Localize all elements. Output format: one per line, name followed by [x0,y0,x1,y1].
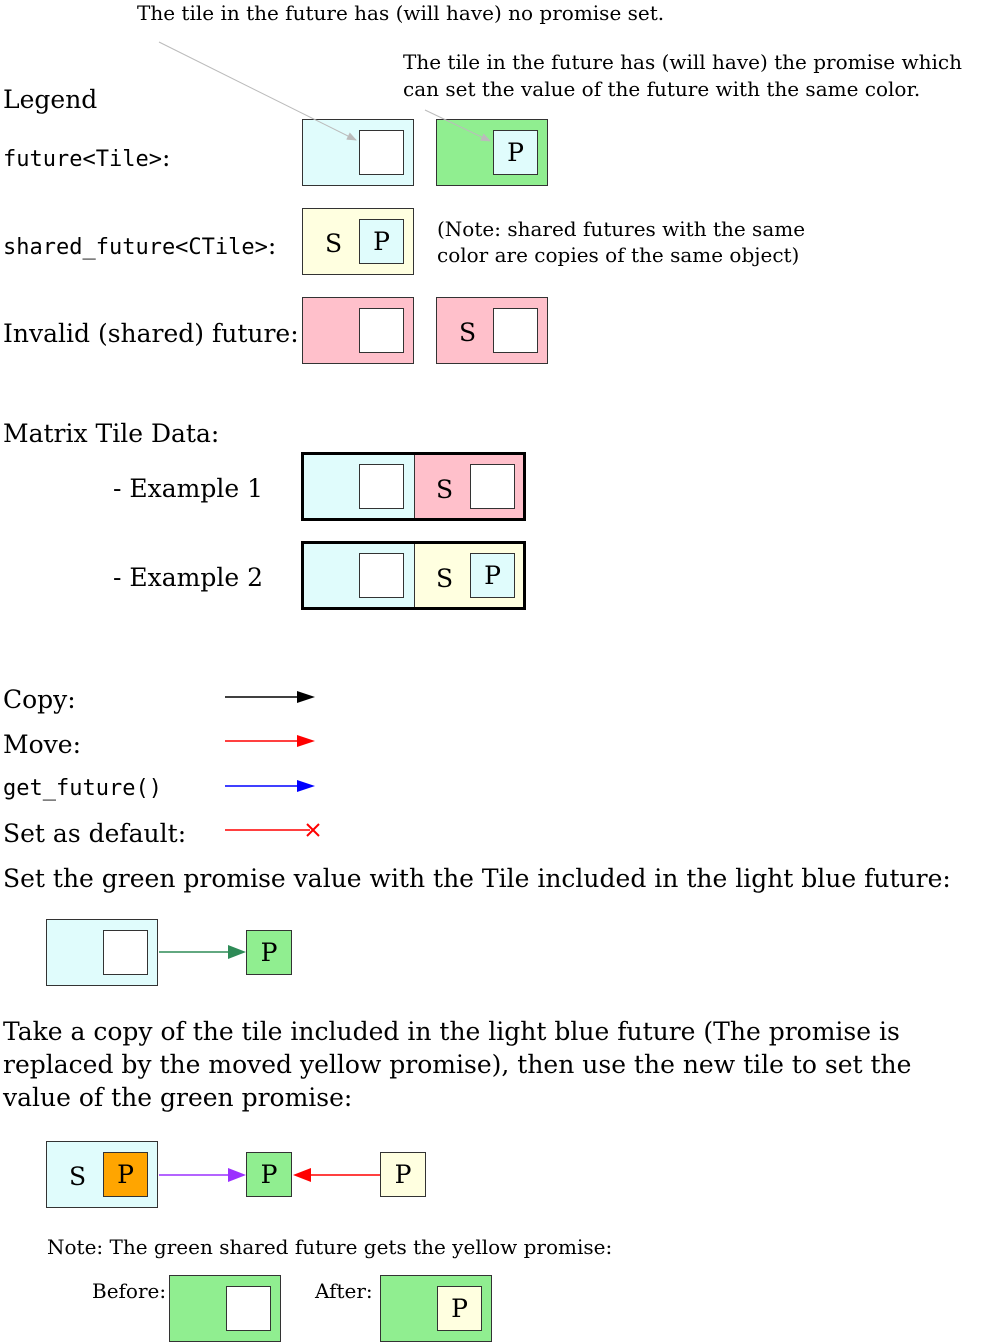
future-with-promise: P [436,119,548,186]
set-green-text: Set the green promise value with the Til… [3,864,951,893]
matrix-example2: S P [301,541,526,610]
set-default-label: Set as default: [3,819,187,848]
promise-slot: P [493,130,538,175]
move-label: Move: [3,730,81,759]
future-label: future<Tile>: [3,145,170,171]
annotation-arrow-with-promise [424,109,491,142]
note-text: Note: The green shared future gets the y… [47,1235,613,1259]
matrix-example1: S [301,452,526,521]
tile-slot [493,308,538,353]
annotation-arrow-no-promise [158,41,357,141]
copy-set-arrow [159,1168,246,1182]
green-promise: P [246,930,292,975]
annotation-no-promise: The tile in the future has (will have) n… [137,1,665,25]
after-label: After: [315,1279,373,1303]
set-value-arrow [159,945,246,959]
annotation-with-promise-line1: The tile in the future has (will have) t… [403,50,962,74]
invalid-future [302,297,414,364]
green-shared-future-before [169,1275,281,1342]
tile-slot [359,130,404,175]
future-cell [304,455,415,518]
before-label: Before: [92,1279,167,1303]
shared-future-box: S P [302,208,414,275]
example2-label: - Example 2 [113,563,263,592]
move-arrow [225,735,315,747]
tile-slot [359,308,404,353]
get-future-label: get_future() [3,776,162,801]
shared-future-label-colon: : [267,231,277,260]
orange-promise: P [103,1152,148,1197]
set-default-arrow [225,823,320,837]
green-shared-future-after: P [380,1275,492,1342]
shared-letter: S [325,229,343,258]
copy-arrow [225,691,315,703]
promise-slot: P [470,553,515,598]
shared-letter: S [69,1162,87,1191]
green-promise: P [246,1152,292,1197]
example1-label: - Example 1 [113,474,263,503]
future-cell [304,544,415,607]
shared-letter: S [436,475,454,504]
tile-slot [103,930,148,975]
matrix-title: Matrix Tile Data: [3,419,220,448]
annotation-with-promise-line2: can set the value of the future with the… [403,77,921,101]
promise-slot: P [359,219,404,264]
tile-slot [359,464,404,509]
future-label-colon: : [161,143,171,172]
shared-future-label: shared_future<CTile>: [3,233,276,259]
copy-label: Copy: [3,685,76,714]
tile-slot [470,464,515,509]
legend-title: Legend [3,85,98,114]
take-copy-text: Take a copy of the tile included in the … [3,1017,912,1112]
shared-future-cell: S P [415,544,523,607]
get-future-arrow [225,780,315,792]
yellow-promise: P [380,1152,426,1197]
invalid-shared-future: S [436,297,548,364]
light-blue-future [46,919,158,986]
light-blue-shared-future: S P [46,1141,158,1208]
future-no-promise [302,119,414,186]
shared-note-line2: color are copies of the same object) [437,243,800,267]
yellow-promise-slot: P [437,1286,482,1331]
tile-slot [359,553,404,598]
invalid-future-label: Invalid (shared) future: [3,319,299,348]
shared-future-cell: S [415,455,523,518]
move-promise-arrow [293,1168,380,1182]
tile-slot [226,1286,271,1331]
shared-letter: S [436,564,454,593]
shared-future-type: shared_future<CTile> [3,235,268,260]
shared-note-line1: (Note: shared futures with the same [437,217,806,241]
future-type: future<Tile> [3,147,162,172]
shared-letter: S [459,318,477,347]
